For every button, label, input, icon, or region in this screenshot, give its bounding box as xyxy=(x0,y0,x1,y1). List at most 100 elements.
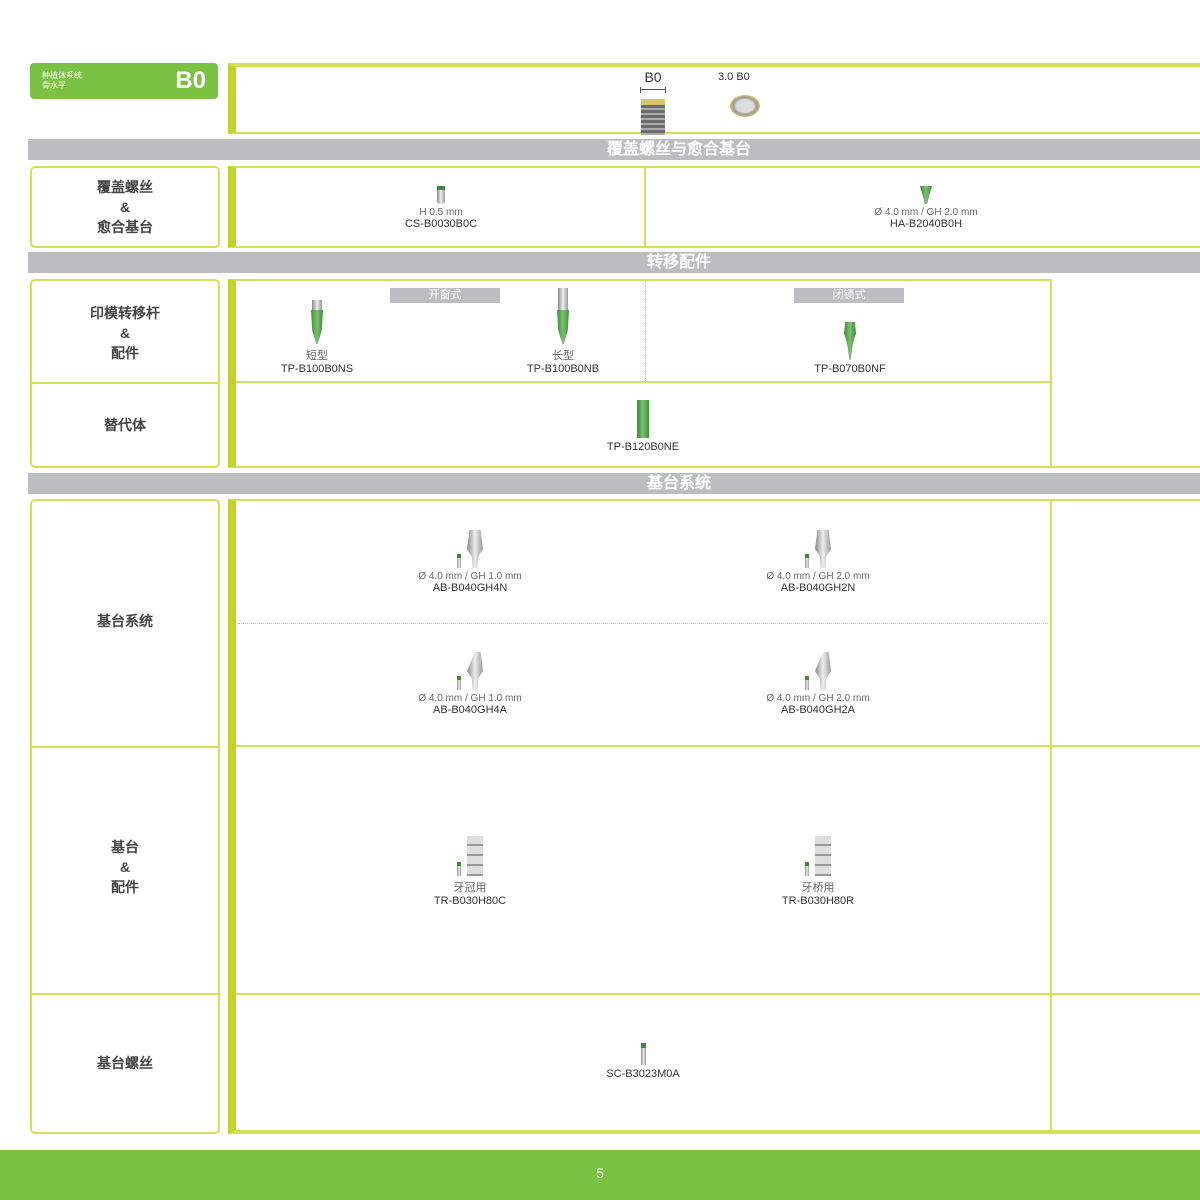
page-number: 5 xyxy=(596,1165,604,1181)
label-cover: 覆盖螺丝&愈合基台 xyxy=(30,166,220,248)
tag-open-tray: 开窗式 xyxy=(390,288,500,303)
cover-screw-icon xyxy=(437,186,445,204)
tag-closed-tray: 闭锁式 xyxy=(794,288,904,303)
system-level: 骨水平 xyxy=(42,81,66,90)
product-code: SC-B3023M0A xyxy=(606,1068,680,1080)
label-abutment: 基台系统 基台 & 配件 基台螺丝 xyxy=(30,499,220,1134)
transfer-long-body xyxy=(557,310,569,344)
product-spec: Ø 4.0 mm / GH 2.0 mm xyxy=(766,571,870,582)
angled-abutment-icon xyxy=(467,652,483,690)
healing-abutment-icon xyxy=(920,186,932,204)
product-code: AB-B040GH2A xyxy=(781,704,855,716)
product-angled-abutment: Ø 4.0 mm / GH 1.0 mm AB-B040GH4A xyxy=(340,652,600,716)
product-code: TP-B070B0NF xyxy=(814,363,886,375)
product-spec: Ø 4.0 mm / GH 1.0 mm xyxy=(418,693,522,704)
divider xyxy=(644,166,646,248)
cover-box xyxy=(228,166,1200,248)
screw-icon xyxy=(805,554,809,568)
footer: 5 xyxy=(0,1150,1200,1200)
abutment-box xyxy=(228,499,1200,1134)
divider xyxy=(236,745,1200,747)
product-spec: Ø 4.0 mm / GH 2.0 mm xyxy=(874,207,978,218)
product-code: AB-B040GH2N xyxy=(780,582,856,594)
product-type: 牙冠用 xyxy=(453,882,487,894)
product-temporary-crown: 牙冠用 TR-B030H80C xyxy=(340,836,600,907)
transfer-short-icon xyxy=(312,300,322,310)
product-code: AB-B040GH4A xyxy=(433,704,507,716)
product-transfer-short: 短型 TP-B100B0NS xyxy=(187,300,447,375)
label-text: 基台螺丝 xyxy=(97,1055,153,1071)
product-code: AB-B040GH4N xyxy=(432,582,508,594)
screw-icon xyxy=(457,862,461,876)
transfer-long-icon xyxy=(558,288,568,310)
width-indicator-icon xyxy=(640,87,666,93)
section-cover-heading: 覆盖螺丝与愈合基台 xyxy=(28,139,1200,160)
abutment-icon xyxy=(815,530,831,568)
product-code: TR-B030H80R xyxy=(781,895,855,907)
angled-abutment-icon xyxy=(815,652,831,690)
divider xyxy=(236,993,1200,995)
product-spec: Ø 4.0 mm / GH 1.0 mm xyxy=(418,571,522,582)
label-text: 覆盖螺丝 xyxy=(97,179,153,195)
product-healing-abutment: Ø 4.0 mm / GH 2.0 mm HA-B2040B0H xyxy=(796,186,1056,230)
product-temporary-bridge: 牙桥用 TR-B030H80R xyxy=(688,836,948,907)
product-abutment-screw: SC-B3023M0A xyxy=(513,1043,773,1080)
implant-label: B0 xyxy=(644,69,662,85)
product-type: 短型 xyxy=(306,350,328,362)
divider xyxy=(645,281,646,381)
divider xyxy=(236,381,1050,383)
section-transfer-heading: 转移配件 xyxy=(28,252,1200,273)
product-spec: H 0.5 mm xyxy=(419,207,463,218)
label-transfer: 印模转移杆 & 配件 替代体 xyxy=(30,279,220,468)
product-code: HA-B2040B0H xyxy=(889,218,963,230)
product-code: TR-B030H80C xyxy=(433,895,507,907)
abutment-screw-icon xyxy=(640,1043,646,1065)
divider xyxy=(1050,499,1052,1134)
divider xyxy=(238,623,1048,624)
product-spec: Ø 4.0 mm / GH 2.0 mm xyxy=(766,693,870,704)
label-text: 替代体 xyxy=(104,417,146,433)
product-code: TP-B100B0NB xyxy=(526,363,600,375)
screw-icon xyxy=(805,676,809,690)
label-text: 印模转移杆 xyxy=(90,305,160,321)
screw-icon xyxy=(457,554,461,568)
divider xyxy=(32,746,218,748)
screw-icon xyxy=(805,862,809,876)
label-text: & xyxy=(119,325,131,341)
product-code: TP-B100B0NS xyxy=(280,363,354,375)
label-text: 基台系统 xyxy=(97,613,153,629)
cover-label: 3.0 B0 xyxy=(718,71,750,83)
system-code: B0 xyxy=(175,67,206,94)
label-text: 配件 xyxy=(111,879,139,895)
screw-icon xyxy=(457,676,461,690)
product-abutment: Ø 4.0 mm / GH 1.0 mm AB-B040GH4N xyxy=(340,530,600,594)
transfer-short-body xyxy=(311,310,323,344)
label-text: 配件 xyxy=(111,345,139,361)
system-name: 种植体系统 xyxy=(42,71,82,80)
divider xyxy=(32,993,218,995)
abutment-icon xyxy=(467,530,483,568)
product-code: TP-B120B0NE xyxy=(606,441,680,453)
implant-icon xyxy=(641,99,665,135)
system-badge: 种植体系统骨水平 B0 xyxy=(30,63,218,99)
product-type: 牙桥用 xyxy=(801,882,835,894)
label-text: & xyxy=(119,199,131,215)
temporary-abutment-icon xyxy=(467,836,483,876)
section-abutment-heading: 基台系统 xyxy=(28,473,1200,494)
product-angled-abutment: Ø 4.0 mm / GH 2.0 mm AB-B040GH2A xyxy=(688,652,948,716)
product-transfer-closed: TP-B070B0NF xyxy=(720,322,980,375)
label-text: & xyxy=(119,859,131,875)
cover-disc-icon xyxy=(730,95,760,117)
transfer-box xyxy=(228,279,1052,468)
divider xyxy=(1050,466,1200,468)
implant-box: B0 3.0 B0 xyxy=(228,63,1200,135)
analog-icon xyxy=(637,400,649,438)
product-abutment: Ø 4.0 mm / GH 2.0 mm AB-B040GH2N xyxy=(688,530,948,594)
transfer-closed-icon xyxy=(844,322,856,360)
temporary-abutment-icon xyxy=(815,836,831,876)
divider xyxy=(32,382,218,384)
label-text: 基台 xyxy=(111,839,139,855)
product-analog: TP-B120B0NE xyxy=(513,400,773,453)
product-type: 长型 xyxy=(552,350,574,362)
product-code: CS-B0030B0C xyxy=(404,218,478,230)
